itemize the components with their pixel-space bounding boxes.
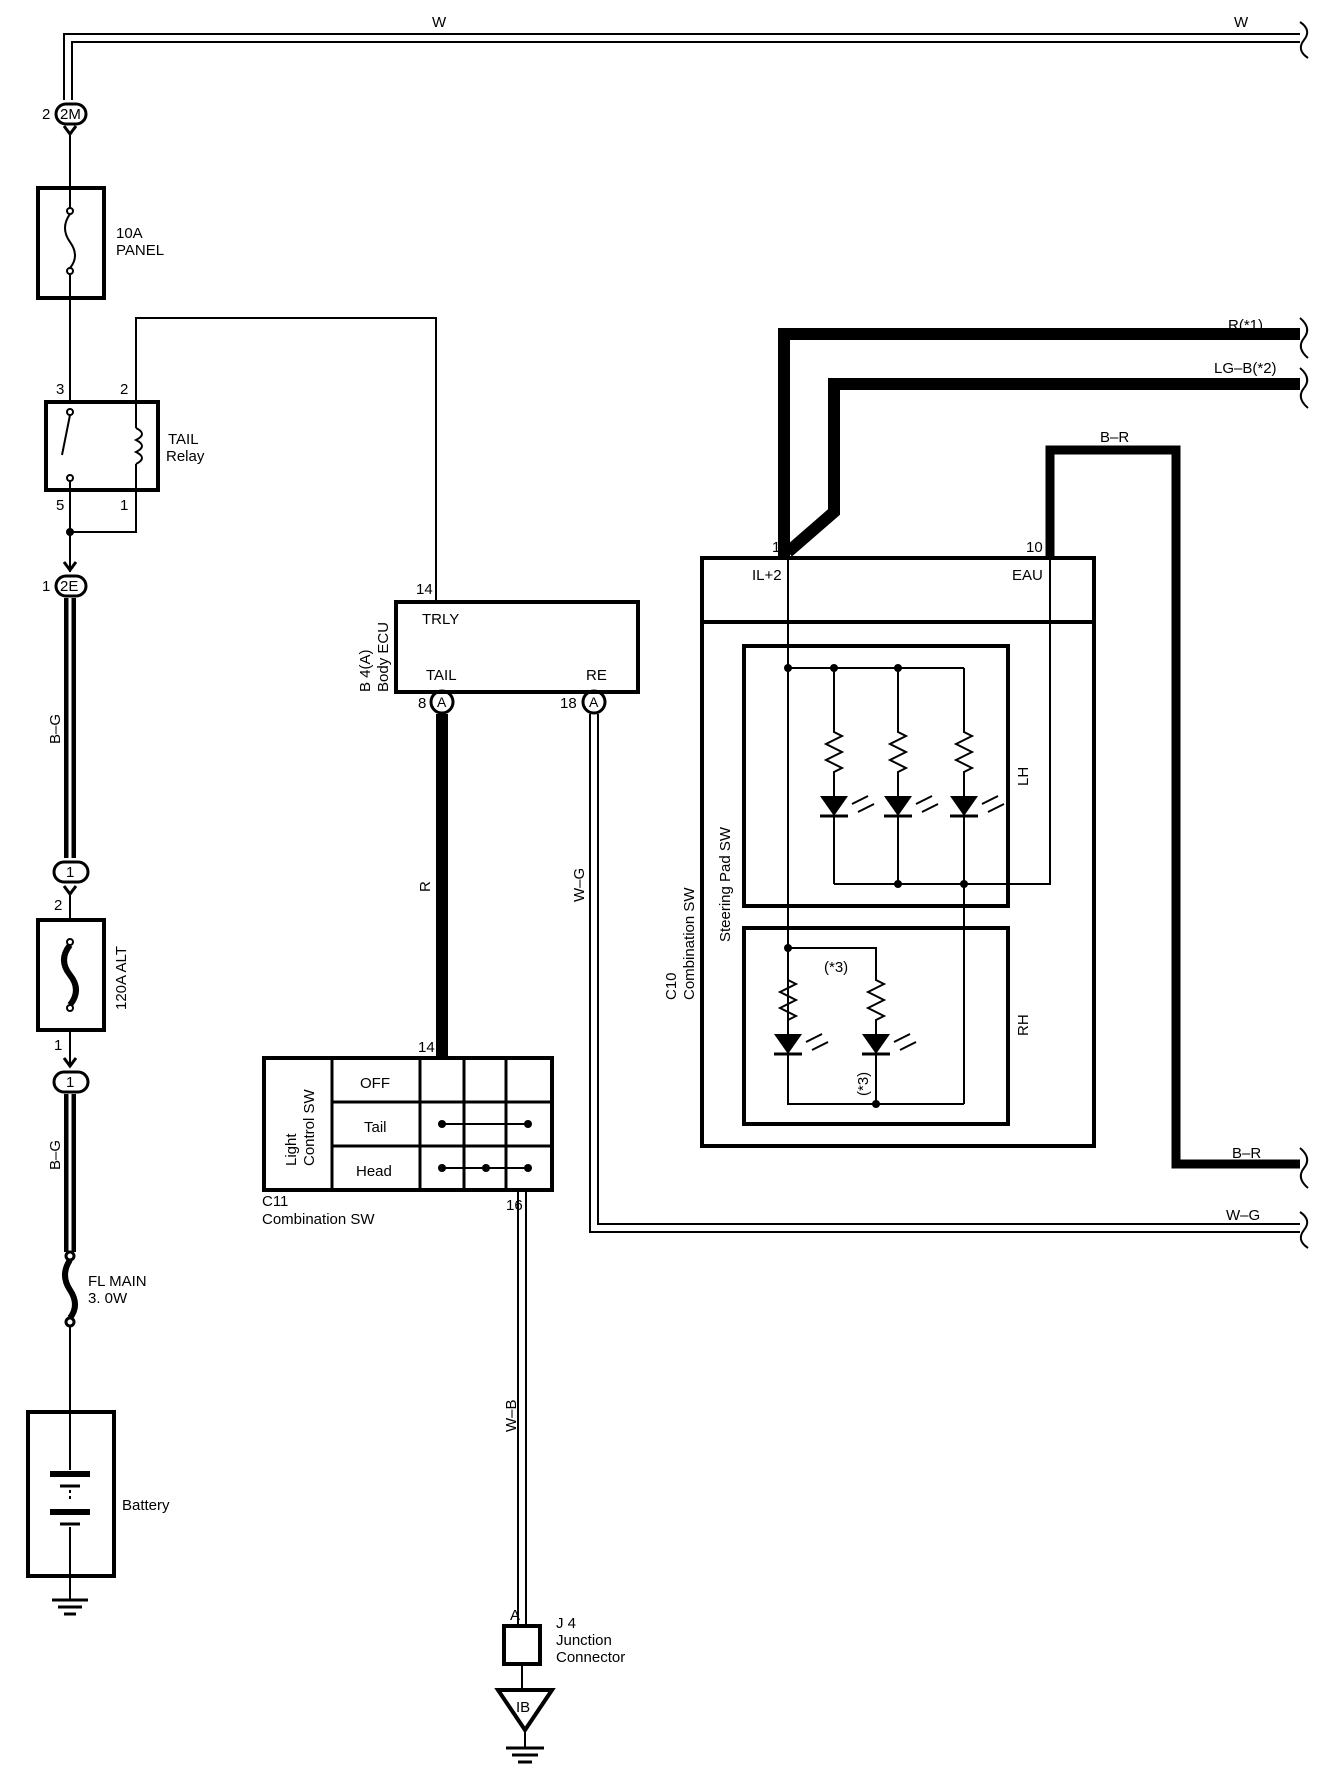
wire-label-r-star1: R(*1) bbox=[1228, 317, 1263, 334]
wire-b-r bbox=[1045, 445, 1300, 1169]
wire-relay-1 bbox=[70, 490, 137, 533]
wire-label-r: R bbox=[417, 881, 434, 892]
junction-line2: Connector bbox=[556, 1649, 625, 1666]
wire-label-b-g-lower: B–G bbox=[47, 1140, 64, 1170]
connector-tail-a-pin: 8 bbox=[418, 695, 426, 712]
fuse-panel bbox=[36, 186, 106, 300]
c10-sub: Steering Pad SW bbox=[717, 826, 734, 942]
wire-label-w-right: W bbox=[1234, 14, 1249, 31]
lsw-title-line2: Control SW bbox=[301, 1088, 318, 1166]
connector-2e-label: 2E bbox=[60, 578, 78, 595]
wire-relay-to-ecu bbox=[135, 317, 437, 594]
fuse-alt-pin-bottom: 1 bbox=[54, 1037, 62, 1054]
c10-pin-10: 10 bbox=[1026, 539, 1043, 556]
fuse-alt-label: 120A ALT bbox=[113, 946, 130, 1010]
connector-1-lower bbox=[52, 1057, 90, 1094]
combination-sw-c10 bbox=[700, 556, 1096, 1148]
c10-terminal-il: IL+2 bbox=[752, 567, 782, 584]
battery-label: Battery bbox=[122, 1497, 170, 1514]
wire-lg-b-star2 bbox=[784, 378, 1300, 557]
fl-main-line2: 3. 0W bbox=[88, 1290, 128, 1307]
relay-line1: TAIL bbox=[168, 431, 199, 448]
lsw-pos-tail: Tail bbox=[364, 1119, 387, 1136]
relay-pin-3: 3 bbox=[56, 381, 64, 398]
lh-circuit bbox=[784, 664, 1005, 1104]
wire-w-g bbox=[589, 714, 1309, 1249]
ecu-terminal-trly: TRLY bbox=[422, 611, 459, 628]
relay-pin-2: 2 bbox=[120, 381, 128, 398]
connector-2m-label: 2M bbox=[60, 106, 81, 123]
lsw-pos-head: Head bbox=[356, 1163, 392, 1180]
fuse-alt bbox=[36, 918, 106, 1032]
connector-1-upper-label: 1 bbox=[66, 864, 74, 881]
wire-r-star1 bbox=[778, 328, 1300, 558]
junction-line1: Junction bbox=[556, 1632, 612, 1649]
lsw-pin-top: 14 bbox=[418, 1039, 435, 1056]
junction-pin: A bbox=[510, 1607, 520, 1624]
c10-id: C10 bbox=[663, 972, 680, 1000]
c10-terminal-eau: EAU bbox=[1012, 567, 1043, 584]
fl-main-line1: FL MAIN bbox=[88, 1273, 147, 1290]
rh-note-b: (*3) bbox=[855, 1072, 872, 1096]
wire-label-lg-b-star2: LG–B(*2) bbox=[1214, 360, 1277, 377]
battery bbox=[26, 1410, 116, 1600]
rh-note-a: (*3) bbox=[824, 959, 848, 976]
ground-battery bbox=[52, 1598, 88, 1616]
ecu-name: Body ECU bbox=[375, 622, 392, 692]
ground-ib-label: IB bbox=[516, 1699, 530, 1716]
junction-id: J 4 bbox=[556, 1615, 576, 1632]
tail-relay bbox=[44, 400, 160, 492]
connector-re-a-label: A bbox=[589, 694, 599, 710]
wire-label-w-b: W–B bbox=[503, 1399, 520, 1432]
ecu-terminal-re: RE bbox=[586, 667, 607, 684]
fuse-panel-line2: PANEL bbox=[116, 242, 164, 259]
connector-2m-pin: 2 bbox=[42, 106, 50, 123]
connector-1-lower-label: 1 bbox=[66, 1074, 74, 1091]
junction-connector bbox=[502, 1624, 542, 1688]
c10-lh: LH bbox=[1015, 767, 1032, 786]
ecu-terminal-tail: TAIL bbox=[426, 667, 457, 684]
rh-circuit bbox=[774, 944, 964, 1108]
c10-name: Combination SW bbox=[681, 887, 698, 1000]
wire-label-w-left: W bbox=[432, 14, 447, 31]
wire-label-w-g-vertical: W–G bbox=[571, 868, 588, 902]
body-ecu bbox=[394, 594, 640, 694]
connector-2e bbox=[54, 561, 88, 598]
wire-w bbox=[63, 21, 1309, 100]
relay-line2: Relay bbox=[166, 448, 205, 465]
lsw-id: C11 bbox=[262, 1193, 288, 1210]
connector-2e-pin: 1 bbox=[42, 578, 50, 595]
junction-dot bbox=[66, 528, 74, 536]
wire-label-b-r-top: B–R bbox=[1100, 429, 1129, 446]
lsw-pos-off: OFF bbox=[360, 1075, 390, 1092]
ecu-id: B 4(A) bbox=[357, 649, 374, 692]
connector-2m bbox=[54, 102, 88, 188]
relay-pin-5: 5 bbox=[56, 497, 64, 514]
fuse-alt-pin-top: 2 bbox=[54, 897, 62, 914]
c10-eau-line bbox=[834, 558, 1051, 885]
break-lg-b-star2 bbox=[1299, 367, 1309, 409]
lsw-name: Combination SW bbox=[262, 1211, 375, 1228]
wire-w-b bbox=[517, 1190, 527, 1626]
ecu-pin-14: 14 bbox=[416, 581, 433, 598]
c10-pin-1: 1 bbox=[772, 539, 780, 556]
fuse-panel-line1: 10A bbox=[116, 225, 143, 242]
wire-label-b-r-bottom: B–R bbox=[1232, 1145, 1261, 1162]
connector-tail-a-label: A bbox=[437, 694, 447, 710]
ground-ib bbox=[494, 1688, 556, 1764]
light-control-sw bbox=[262, 1056, 554, 1192]
connector-re-a-pin: 18 bbox=[560, 695, 577, 712]
break-r-star1 bbox=[1299, 317, 1309, 359]
wire-label-b-g-upper: B–G bbox=[47, 714, 64, 744]
connector-re-a bbox=[581, 689, 607, 715]
fl-main-fuse bbox=[62, 1250, 78, 1412]
lsw-title-line1: Light bbox=[283, 1133, 300, 1166]
relay-pin-1: 1 bbox=[120, 497, 128, 514]
c10-rh: RH bbox=[1015, 1014, 1032, 1036]
connector-tail-a bbox=[429, 689, 455, 715]
wire-label-w-g-right: W–G bbox=[1226, 1207, 1260, 1224]
break-b-r bbox=[1299, 1147, 1309, 1189]
lsw-pin-bottom: 16 bbox=[506, 1197, 523, 1214]
